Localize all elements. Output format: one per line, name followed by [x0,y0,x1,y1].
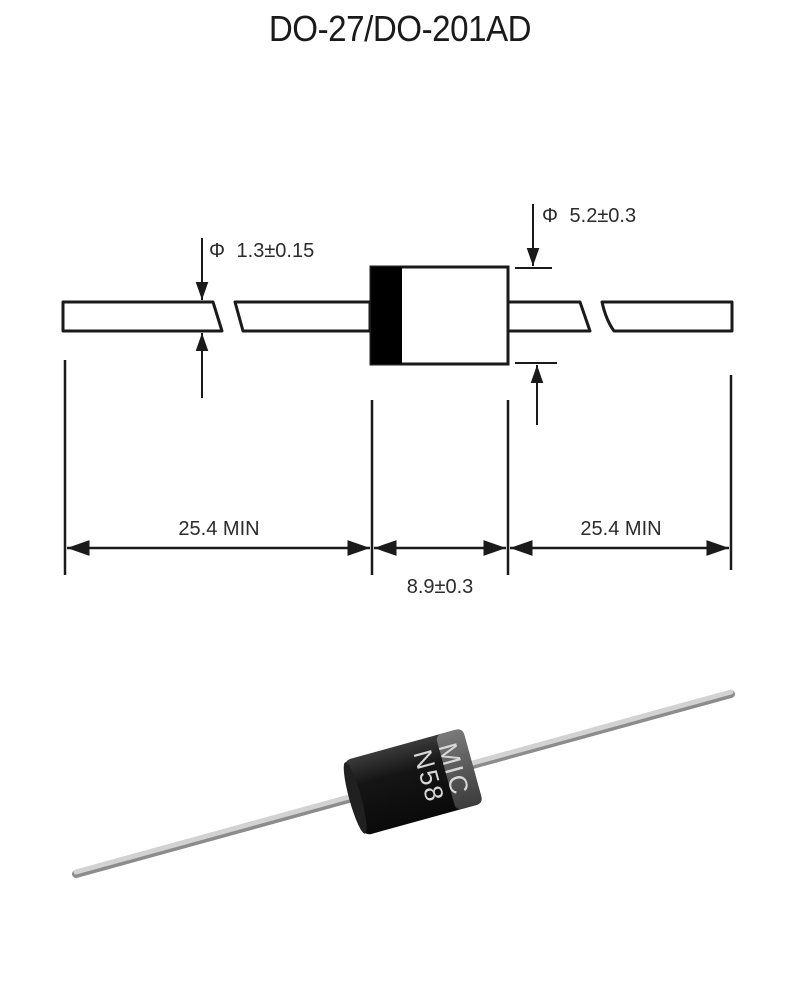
left-lead [61,300,372,333]
photo-body-end-cap [343,762,367,834]
diameter-symbol-icon: Φ [542,205,558,227]
left-lead-outer-segment [61,300,224,333]
extension-lines [63,360,733,575]
diode-photo: N58 MIC [72,689,735,878]
body-diameter-label: Φ 5.2±0.3 [542,205,636,227]
right-lead [506,300,734,333]
cathode-band [371,267,402,364]
right-lead-inner-segment [506,300,592,333]
diameter-symbol-icon: Φ [209,240,225,262]
body-length-label: 8.9±0.3 [407,576,474,598]
left-lead-inner-segment [233,300,372,333]
right-lead-length-label: 25.4 MIN [580,518,661,540]
right-lead-outer-segment [600,300,734,333]
diode-body-outline [369,265,510,366]
left-lead-length-label: 25.4 MIN [178,518,259,540]
photo-cathode-band [436,729,482,810]
lead-diameter-label: Φ 1.3±0.15 [209,240,314,262]
body-diameter-callout [515,204,557,425]
package-title: DO-27/DO-201AD [268,8,532,49]
